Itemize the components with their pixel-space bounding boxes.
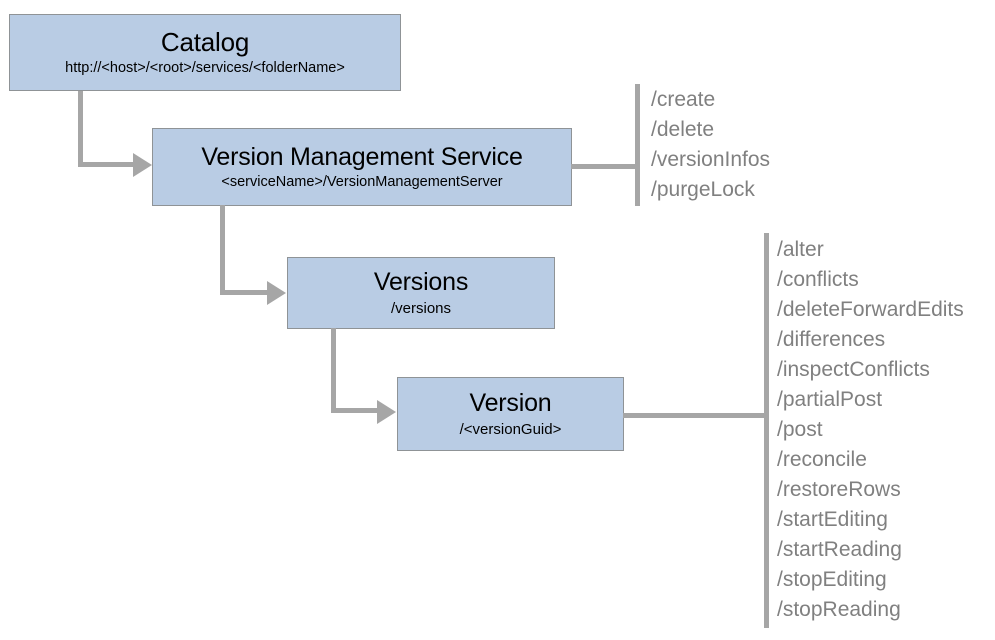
connector-catalog-to-service-vertical (78, 91, 83, 167)
operation-item[interactable]: /deleteForwardEdits (777, 298, 964, 321)
connector-versions-to-version-vertical (331, 328, 336, 413)
connector-service-to-operations (571, 164, 639, 169)
node-versions-subtitle: /versions (390, 300, 452, 318)
operation-item[interactable]: /stopReading (777, 598, 901, 621)
arrowhead-versions-to-version (377, 400, 396, 424)
operation-item[interactable]: /differences (777, 328, 886, 351)
connector-service-to-versions-vertical (220, 205, 225, 290)
operation-item[interactable]: /conflicts (777, 268, 859, 291)
operation-list-service: /create /delete /versionInfos /purgeLock (651, 85, 770, 205)
connector-catalog-to-service-horizontal (78, 162, 135, 167)
bracket-version-operations (764, 233, 769, 628)
node-versions-title: Versions (373, 268, 469, 296)
node-catalog-title: Catalog (160, 26, 250, 57)
node-version[interactable]: Version /<versionGuid> (397, 377, 624, 451)
operation-item[interactable]: /reconcile (777, 448, 867, 471)
arrowhead-catalog-to-service (133, 153, 152, 177)
node-catalog-subtitle: http://<host>/<root>/services/<folderNam… (65, 60, 345, 77)
node-catalog[interactable]: Catalog http://<host>/<root>/services/<f… (9, 14, 401, 91)
operation-item[interactable]: /purgeLock (651, 178, 755, 201)
node-versions[interactable]: Versions /versions (287, 257, 555, 329)
operation-item[interactable]: /partialPost (777, 388, 883, 411)
connector-service-to-versions-horizontal (220, 290, 269, 295)
operation-item[interactable]: /startEditing (777, 508, 888, 531)
operation-item[interactable]: /versionInfos (651, 148, 771, 171)
operation-item[interactable]: /create (651, 88, 716, 111)
node-version-management-service-subtitle: <serviceName>/VersionManagementServer (221, 174, 503, 191)
node-version-subtitle: /<versionGuid> (459, 421, 562, 439)
arrowhead-service-to-versions (267, 281, 286, 305)
node-version-management-service-title: Version Management Service (201, 142, 523, 171)
node-version-management-service[interactable]: Version Management Service <serviceName>… (152, 128, 572, 206)
operation-item[interactable]: /restoreRows (777, 478, 901, 501)
bracket-service-operations (635, 84, 640, 206)
operation-list-version: /alter /conflicts /deleteForwardEdits /d… (777, 235, 964, 625)
connector-versions-to-version-horizontal (331, 408, 379, 413)
operation-item[interactable]: /post (777, 418, 823, 441)
operation-item[interactable]: /alter (777, 238, 824, 261)
operation-item[interactable]: /inspectConflicts (777, 358, 930, 381)
operation-item[interactable]: /stopEditing (777, 568, 887, 591)
node-version-title: Version (469, 389, 552, 417)
operation-item[interactable]: /delete (651, 118, 715, 141)
operation-item[interactable]: /startReading (777, 538, 902, 561)
connector-version-to-operations (623, 413, 769, 418)
